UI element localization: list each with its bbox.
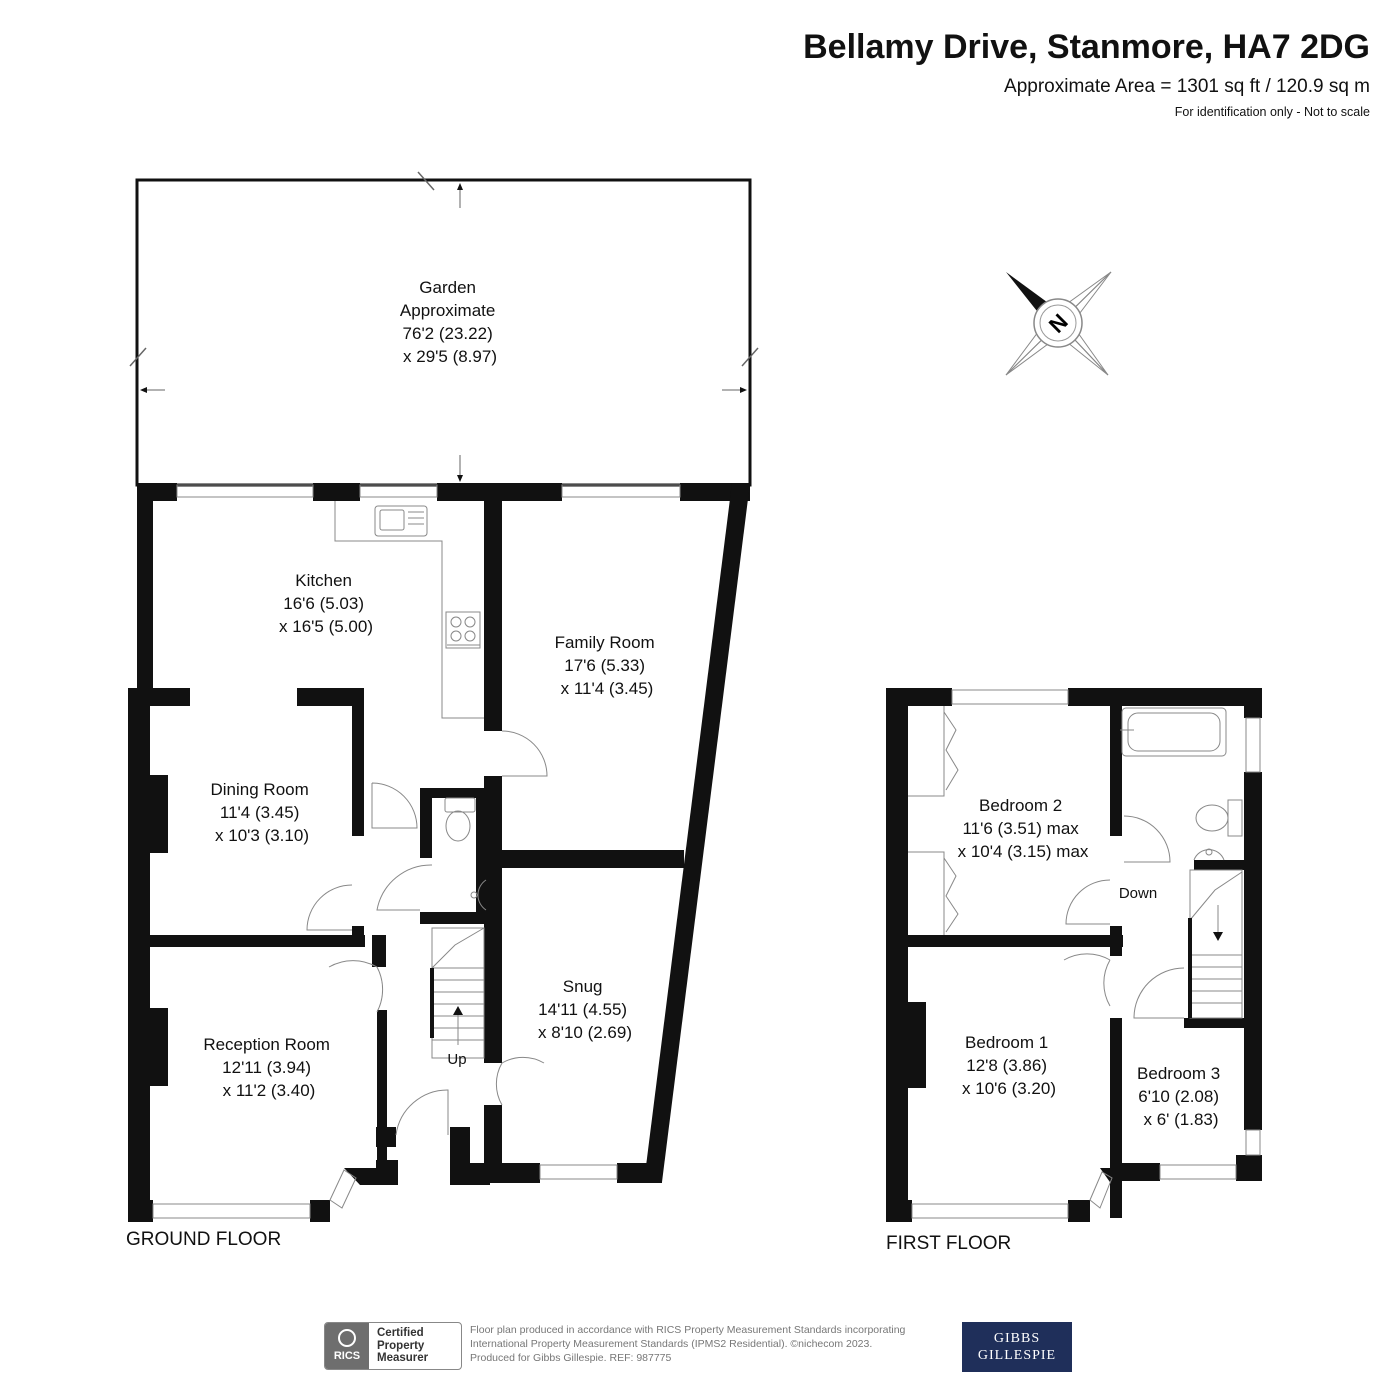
stair-rail-first <box>1188 918 1192 1018</box>
gibbs-gillespie-logo: GIBBS GILLESPIE <box>962 1322 1072 1372</box>
stairs-up-arrow <box>453 1006 463 1015</box>
stairs-down-arrow <box>1213 932 1223 941</box>
ground-floor-wc <box>444 797 487 911</box>
first-floor-windows <box>911 689 1261 1219</box>
first-floor-doors <box>1063 815 1185 1019</box>
first-floor-stairs <box>1189 869 1243 1019</box>
rics-logo-text: RICS <box>333 1350 361 1362</box>
approximate-area: Approximate Area = 1301 sq ft / 120.9 sq… <box>1004 76 1370 97</box>
page-title: Bellamy Drive, Stanmore, HA7 2DG <box>803 28 1370 66</box>
kitchen-fittings <box>334 501 484 719</box>
rics-logo: RICS <box>325 1323 369 1369</box>
ground-floor-windows <box>152 484 681 1219</box>
ground-floor-stairs <box>431 927 485 1059</box>
first-floor-walls <box>886 688 1262 1222</box>
stairs-up-label: Up <box>447 1051 466 1068</box>
snug-label: Snug 14'11 (4.55) x 8'10 (2.69) <box>538 977 632 1042</box>
ground-floor-label: GROUND FLOOR <box>126 1229 281 1250</box>
dining-room-label: Dining Room 11'4 (3.45) x 10'3 (3.10) <box>211 780 314 845</box>
rics-certification-badge: RICS Certified Property Measurer <box>324 1322 462 1370</box>
stair-rail <box>430 968 434 1038</box>
kitchen-label: Kitchen 16'6 (5.03) x 16'5 (5.00) <box>279 571 373 636</box>
rics-cert-text: Certified Property Measurer <box>377 1327 429 1364</box>
disclaimer-text: Floor plan produced in accordance with R… <box>470 1324 906 1364</box>
bedroom1-label: Bedroom 1 12'8 (3.86) x 10'6 (3.20) <box>962 1033 1056 1098</box>
first-floor-label: FIRST FLOOR <box>886 1233 1011 1254</box>
rics-lion-icon <box>338 1329 356 1347</box>
garden-label: Garden Approximate 76'2 (23.22) x 29'5 (… <box>400 278 500 366</box>
stairs-down-label: Down <box>1119 885 1157 902</box>
wardrobes <box>908 706 959 935</box>
compass-icon: N <box>1005 271 1112 376</box>
reception-room-label: Reception Room 12'11 (3.94) x 11'2 (3.40… <box>203 1035 334 1100</box>
ground-floor-walls <box>128 483 750 1222</box>
ground-floor-doors <box>306 730 548 1136</box>
family-room-label: Family Room 17'6 (5.33) x 11'4 (3.45) <box>555 633 660 698</box>
bedroom2-label: Bedroom 2 11'6 (3.51) max x 10'4 (3.15) … <box>958 796 1089 861</box>
bedroom3-label: Bedroom 3 6'10 (2.08) x 6' (1.83) <box>1137 1064 1225 1129</box>
scale-note: For identification only - Not to scale <box>1174 105 1370 119</box>
bathroom-fittings <box>1120 707 1243 861</box>
